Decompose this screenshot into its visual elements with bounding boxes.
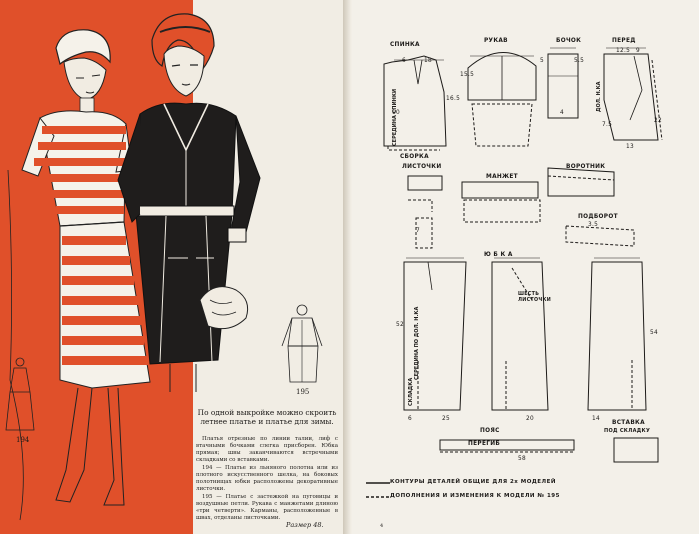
label-manzhet: МАНЖЕТ — [486, 174, 518, 180]
vlabel-seredina-spinki: СЕРЕДИНА СПИНКИ — [392, 88, 398, 146]
label-vstavka: ВСТАВКА — [612, 420, 645, 426]
dim-54: 54 — [650, 330, 658, 336]
label-poyas: ПОЯС — [480, 428, 500, 434]
article-body: Платья отрезные по линии талии, лиф с вт… — [196, 436, 338, 523]
dim-13: 13 — [626, 144, 634, 150]
dim-6: 6 — [402, 58, 406, 64]
legend-solid: КОНТУРЫ ДЕТАЛЕЙ ОБЩИЕ ДЛЯ 2х МОДЕЛЕЙ — [390, 479, 556, 485]
label-yubka: Ю Б К А — [484, 252, 513, 258]
dim-15-5: 15.5 — [460, 72, 475, 78]
label-pered: ПЕРЕД — [612, 38, 636, 44]
label-rukav: РУКАВ — [484, 38, 508, 44]
dim-14: 14 — [592, 416, 600, 422]
dim-7: 7 — [416, 228, 420, 234]
size-note: Размер 48. — [286, 521, 324, 529]
vlabel-dol-nka: ДОЛ. Н.КА — [596, 81, 602, 112]
vlabel-skladka: СКЛАДКА — [408, 377, 414, 406]
right-page — [352, 0, 699, 534]
dim-52: 52 — [396, 322, 404, 328]
dim-3-5: 3.5 — [588, 222, 599, 228]
sketch-model-194 — [5, 357, 35, 431]
label-spinka: СПИНКА — [390, 42, 420, 48]
dim-58: 58 — [518, 456, 526, 462]
dim-4: 4 — [560, 110, 564, 116]
page-number: 4 — [380, 523, 384, 529]
dim-5: 5 — [540, 58, 544, 64]
article-caption: По одной выкройке можно скроить летнее п… — [197, 408, 337, 426]
label-podborot: ПОДБОРОТ — [578, 214, 618, 220]
sketch-model-195 — [281, 304, 323, 383]
label-bochok: БОЧОК — [556, 38, 582, 44]
dim-9: 9 — [636, 48, 640, 54]
paragraph-2: 194 — Платье из льняного полотна или из … — [196, 465, 338, 492]
dim-22: 22 — [654, 118, 662, 124]
dim-25: 25 — [442, 416, 450, 422]
label-shest: ШЕСТЬ — [518, 292, 540, 297]
sewing-pattern-diagram — [366, 47, 663, 498]
dim-6b: 6 — [408, 416, 412, 422]
label-pod-skladku: ПОД СКЛАДКУ — [604, 428, 651, 434]
dim-7-5: 7.5 — [602, 122, 613, 128]
label-peregib: ПЕРЕГИБ — [468, 441, 501, 447]
figure-black-dress — [117, 13, 261, 392]
dim-20: 20 — [526, 416, 534, 422]
label-vorotnik: ВОРОТНИК — [566, 164, 606, 170]
paragraph-3: 195 — Платье с застежкой на пуговицы и в… — [196, 494, 338, 521]
figure-striped-dress — [7, 29, 151, 521]
dim-18: 18 — [424, 58, 432, 64]
paragraph-1: Платья отрезные по линии талии, лиф с вт… — [196, 436, 338, 463]
dim-12-5: 12.5 — [616, 48, 631, 54]
vlabel-seredina-yubki: СЕРЕДИНА ПО ДОЛ. Н.КА — [414, 306, 420, 380]
model-number-195: 195 — [296, 388, 310, 396]
dim-5-5: 5.5 — [574, 58, 585, 64]
legend-dashed: ДОПОЛНЕНИЯ И ИЗМЕНЕНИЯ К МОДЕЛИ № 195 — [390, 493, 560, 499]
label-listochki: ЛИСТОЧКИ — [402, 164, 442, 170]
model-number-194: 194 — [16, 436, 30, 444]
fashion-illustration — [5, 13, 323, 521]
dim-16-5: 16.5 — [446, 96, 461, 102]
dim-10: 10 — [392, 110, 400, 116]
label-listochki-yubka: ЛИСТОЧКИ — [518, 298, 552, 303]
label-sborka: СБОРКА — [400, 154, 429, 160]
